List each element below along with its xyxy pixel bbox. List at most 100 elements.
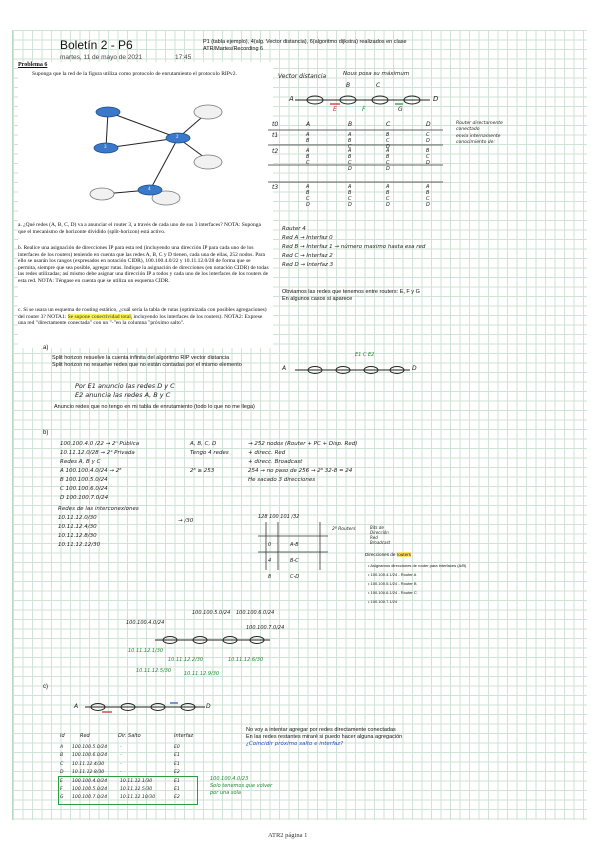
vd-table: t0 A B C D t1 A B A B C B C D C D t2 A B…: [268, 120, 448, 210]
vd-t2-d: B C D: [426, 148, 430, 166]
chain-diagram-b: [155, 636, 270, 644]
net-label-top-2: 100.100.6.0/24: [236, 610, 275, 616]
chain-a-label-a: A: [282, 365, 287, 372]
addr-list-title: Direcciones de routers: [365, 552, 411, 557]
section-a-label: a): [43, 345, 49, 351]
chain-a-label-d: D: [412, 365, 417, 372]
vd-t0: t0: [272, 121, 279, 128]
router-label-2: 2: [176, 135, 179, 140]
vector-distance-title: Vector distancia: [278, 73, 327, 80]
section-c-question: ¿Coincidir próximo salto e interfaz?: [246, 741, 344, 747]
vd-table-lines: [268, 129, 443, 183]
vd-side-note-1: Router directamente conectado: [456, 121, 503, 132]
chain-c-label-d: D: [206, 703, 211, 710]
chain-a-label-efg: E1 C E2: [355, 352, 375, 358]
node-label-d: D: [433, 95, 439, 103]
router-label-4: 4: [148, 187, 151, 192]
page-title: Boletín 2 - P6: [60, 38, 133, 52]
section-b-label: b): [43, 430, 49, 436]
addr-list: • Asignamos direcciones de router para i…: [368, 563, 467, 604]
question-c-highlight: Se supone conectividad total,: [67, 313, 133, 320]
net-green-2: 10.11.12.2/30: [168, 657, 204, 663]
rt-highlight-box: [58, 776, 198, 805]
chain-diagram-c: [85, 702, 205, 713]
net-label-top-3: 100.100.4.0/24: [126, 620, 165, 626]
net-green-5: 10.11.12.9/30: [184, 671, 220, 677]
chain-diagram-top: [295, 95, 430, 105]
vd-t3: t3: [272, 184, 279, 191]
network-diagram: [89, 104, 223, 206]
vector-distance-subtitle: Nous posa su máximum: [343, 71, 410, 77]
node-label-a: A: [289, 95, 294, 103]
vd-t0-b: B: [348, 121, 353, 128]
section-b-mid-block: A, B, C, D Tengo 4 redes 2⁸ ≥ 253: [190, 441, 229, 474]
node-label-f: F: [362, 106, 366, 113]
rt-header-dir: Dir. Salto: [118, 733, 141, 739]
section-a-note: Anuncio redes que no tengo en mi tabla d…: [54, 404, 255, 410]
section-a-handwriting: Por E1 anuncio las redes D y C E2 anunci…: [75, 382, 175, 399]
problem-statement: Problema 6 Suponga que la red de la figu…: [18, 62, 273, 348]
bit-table-col2: A-B B-C C-D: [290, 542, 300, 580]
rt-col-dir: - - - - 10.11.12.1/30 10.11.12.5/30 10.1…: [120, 745, 156, 801]
vd-t1-c: B C D: [386, 132, 390, 150]
addr-list-title-text: Direcciones de: [365, 552, 397, 557]
vd-t2: t2: [272, 148, 279, 155]
rt-col-if: E0 E1 E1 E2 E1 E1 E2: [174, 745, 180, 801]
rt-col-red: 100.100.5.0/24 100.100.6.0/24 10.11.12.4…: [72, 745, 108, 801]
vd-t2-c: A B C D: [386, 148, 390, 172]
header-note-1: P1 (tabla ejemplo), 4(alg. Vector distan…: [203, 39, 407, 45]
rt-header-if: Interfaz: [174, 733, 194, 739]
net-label-top-1: 100.100.5.0/24: [192, 610, 231, 616]
net-green-3: 10.11.12.6/30: [228, 657, 264, 663]
vd-t1-d: C D: [426, 132, 430, 144]
page-date: martes, 11 de mayo de 2021: [60, 54, 143, 61]
interconnections-block: Redes de las interconexiones 10.11.12.0/…: [58, 506, 139, 548]
vd-t0-d: D: [426, 121, 431, 128]
problem-label: Problema 6: [18, 62, 48, 68]
question-b: b. Realice una asignación de direcciones…: [18, 245, 269, 284]
vd-t3-a: A B C D: [306, 184, 310, 208]
vd-t1-a: A B: [306, 132, 310, 144]
page-time: 17:45: [175, 54, 192, 61]
router-list: Router 4 Red A → Interfaz 0 Red B → Inte…: [282, 226, 426, 268]
net-green-4: 10.11.12.5/30: [136, 668, 172, 674]
interconnections-mask: → /30: [178, 518, 194, 524]
bit-table-note: 2⁸ Routers: [332, 527, 356, 532]
section-a-text: Split horizon resuelve la cuenta infinit…: [52, 355, 242, 368]
vd-t0-a: A: [306, 121, 311, 128]
rt-header-id: Id: [60, 733, 65, 739]
node-label-b: B: [346, 82, 351, 89]
node-label-c: C: [376, 82, 381, 89]
section-c-note: No voy a intentar agregar por redes dire…: [246, 727, 403, 740]
rt-header-red: Red: [80, 733, 90, 739]
router-label-3: 3: [104, 145, 107, 150]
vd-t1-b: A B C: [348, 132, 352, 150]
question-c-text: c. Si se usara un esquema de routing est…: [18, 307, 267, 320]
node-label-e: E: [333, 106, 337, 113]
section-b-left-block: 100.100.4.0 /22 → 2ⁿ Pública 10.11.12.0/…: [60, 441, 140, 501]
router-label-1: 1: [101, 135, 104, 140]
net-label-top-4: 100.100.7.0/24: [246, 625, 285, 631]
bit-table-col1: 0 4 8: [268, 542, 272, 580]
vd-t3-c: A B C D: [386, 184, 390, 208]
header-note-2: ATR/Martes/Recording 6: [203, 46, 264, 52]
vd-t0-c: C: [386, 121, 391, 128]
vd-t3-b: A B C D: [348, 184, 352, 208]
observation-note: Obviamos las redes que tenemos entre rou…: [282, 289, 420, 302]
bit-header: 128 100 101 /32: [258, 514, 300, 520]
problem-intro: Suponga que la red de la figura utiliza …: [32, 71, 237, 77]
rt-col-id: A B C D E F G: [60, 745, 64, 801]
net-green-1: 10.11.12.1/30: [128, 648, 164, 654]
question-c: c. Si se usara un esquema de routing est…: [18, 307, 270, 327]
vd-t1: t1: [272, 132, 279, 139]
section-b-right-block: → 252 nodos (Router + PC + Disp. Red) + …: [248, 441, 358, 483]
vd-t2-b: A B C D: [348, 148, 352, 172]
node-label-g: G: [398, 106, 403, 113]
vd-t3-d: A B C D: [426, 184, 430, 208]
rt-green-note: 100.100.4.0/23 Solo tenemos que volver p…: [210, 776, 273, 796]
chain-c-label-a: A: [74, 703, 79, 710]
bit-table-lines: [258, 522, 328, 570]
page-footer: ATR2 página 1: [268, 832, 308, 839]
vd-t2-a: A B C: [306, 148, 310, 166]
